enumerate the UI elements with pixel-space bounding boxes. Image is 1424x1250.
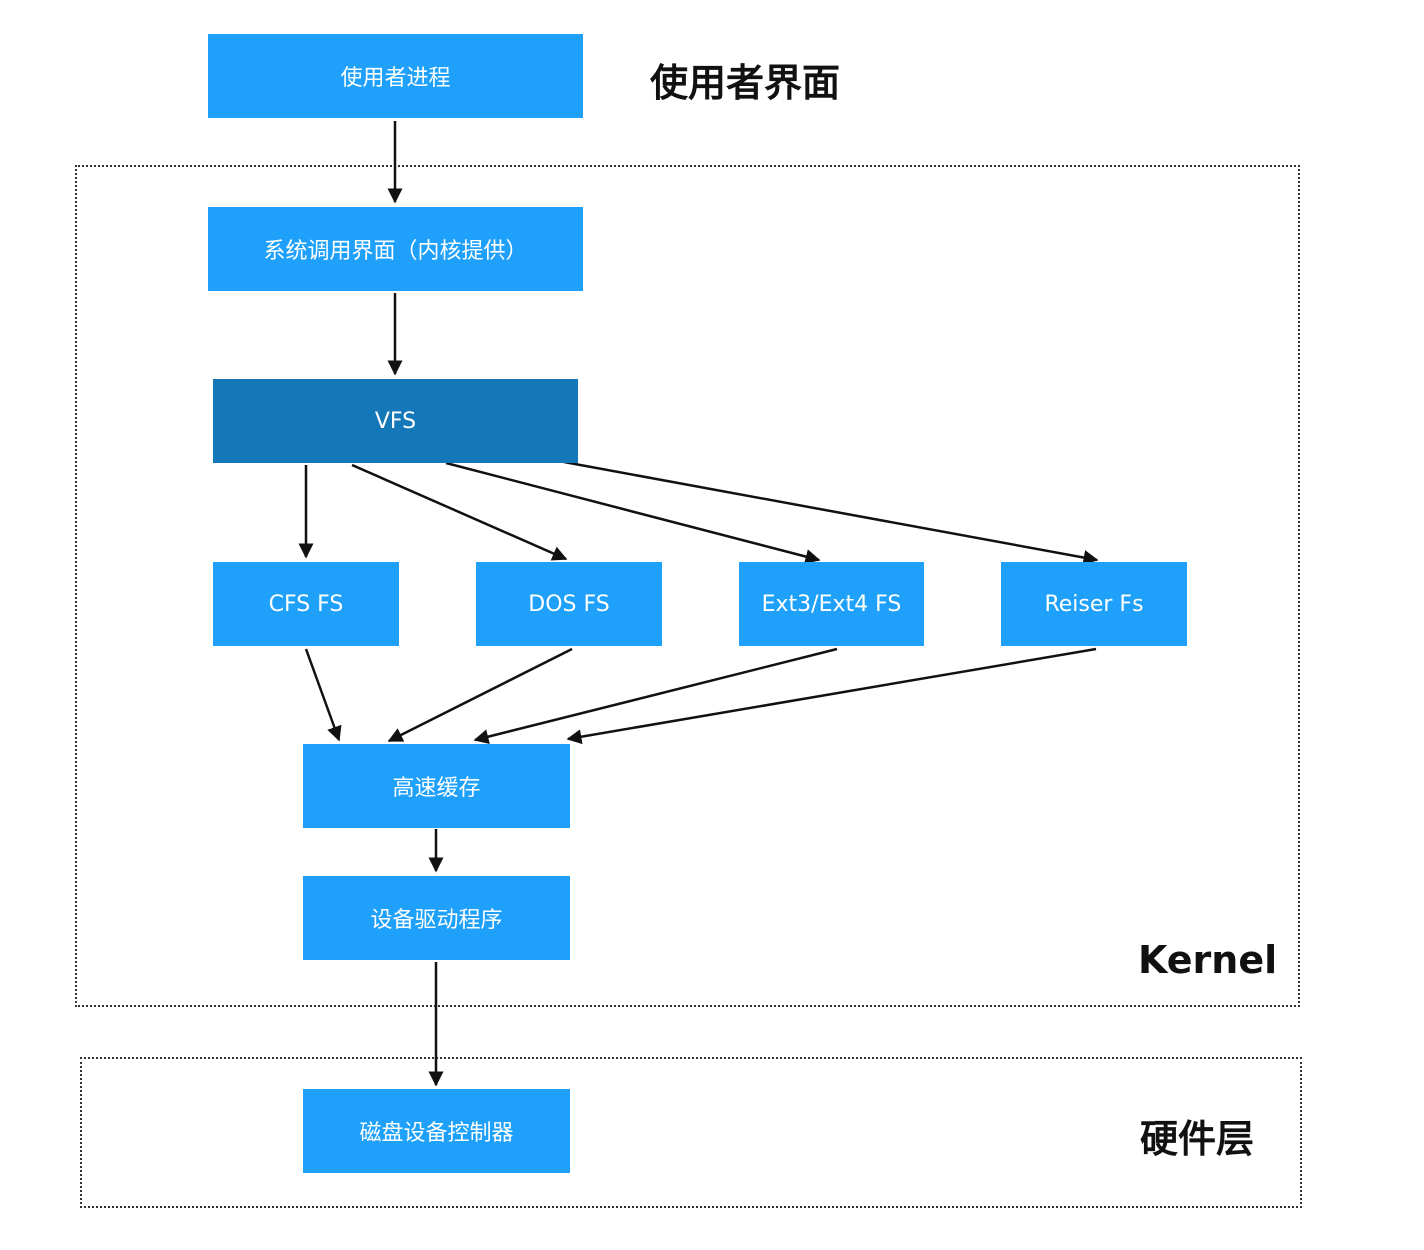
- edge-vfs-to-reiser: [563, 460, 1099, 565]
- edge-dos-to-cache: [387, 647, 573, 743]
- node-vfs: VFS: [213, 379, 578, 463]
- edge-reiser-to-cache: [566, 647, 1097, 745]
- edge-ext-to-cache: [473, 647, 838, 744]
- hardware-frame: [80, 1057, 1302, 1208]
- kernel-frame: [75, 165, 1300, 1007]
- node-dos-fs: DOS FS: [476, 562, 662, 646]
- edge-vfs-to-dos: [351, 463, 568, 561]
- node-cfs-fs: CFS FS: [213, 562, 399, 646]
- edge-cfs-to-cache: [304, 648, 342, 742]
- hardware-layer-label: 硬件层: [1140, 1117, 1255, 1161]
- node-disk-controller: 磁盘设备控制器: [303, 1089, 570, 1173]
- node-syscall-interface: 系统调用界面（内核提供）: [208, 207, 583, 291]
- node-user-process: 使用者进程: [208, 34, 583, 118]
- node-reiser-fs: Reiser Fs: [1001, 562, 1187, 646]
- user-layer-label: 使用者界面: [650, 61, 841, 105]
- node-ext-fs: Ext3/Ext4 FS: [739, 562, 924, 646]
- edge-vfs-to-ext: [445, 461, 821, 564]
- node-device-driver: 设备驱动程序: [303, 876, 570, 960]
- kernel-layer-label: Kernel: [1138, 938, 1278, 982]
- node-cache: 高速缓存: [303, 744, 570, 828]
